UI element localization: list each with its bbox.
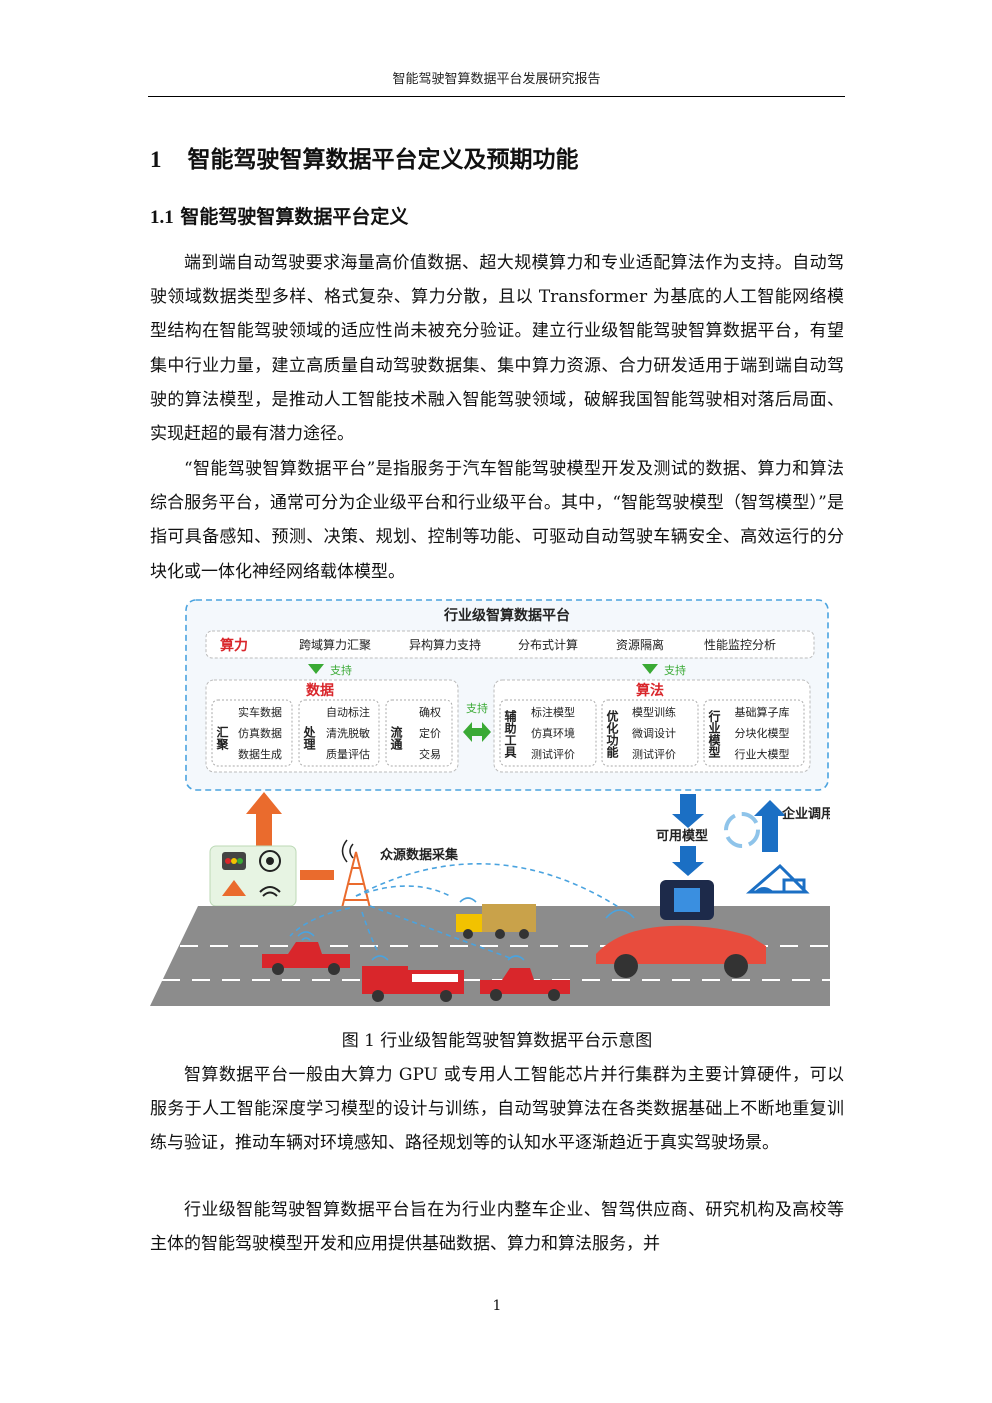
data-link	[355, 885, 451, 897]
support-label-left: 支持	[330, 663, 352, 677]
algorithm-group-item: 仿真环境	[531, 726, 575, 740]
radar-icon	[222, 880, 246, 896]
algorithm-group-item: 行业大模型	[735, 747, 790, 761]
data-group-item: 确权	[419, 706, 441, 719]
algorithm-group-name: 优化功能	[605, 709, 619, 759]
algorithm-group-item: 模型训练	[632, 705, 676, 719]
wifi-icon	[507, 955, 525, 961]
algorithm-group-item: 测试评价	[632, 748, 676, 761]
section-title: 智能驾驶智算数据平台定义	[180, 206, 409, 228]
compute-item: 跨域算力汇聚	[299, 637, 371, 652]
crowd-data-label: 众源数据采集	[380, 847, 459, 863]
data-link	[369, 905, 511, 959]
figure-caption: 图 1 行业级智能驾驶智算数据平台示意图	[341, 1031, 653, 1051]
cell-tower-icon	[339, 851, 373, 917]
model-down-arrow-icon	[672, 794, 704, 828]
data-group-item: 实车数据	[238, 705, 282, 719]
available-model-label: 可用模型	[656, 828, 708, 844]
algorithm-group-item: 分块化模型	[735, 726, 790, 740]
data-group-item: 清洗脱敏	[326, 726, 370, 740]
data-group-item: 定价	[419, 726, 441, 740]
chapter-number: 1	[150, 147, 162, 172]
algorithm-group-box	[601, 699, 699, 767]
compute-item: 资源隔离	[616, 637, 664, 652]
upload-arrow-icon	[246, 792, 282, 846]
algorithm-group-box	[703, 699, 805, 767]
wifi-icon	[297, 931, 315, 941]
section-heading: 1.1 智能驾驶智算数据平台定义	[150, 202, 408, 229]
platform-title: 行业级智算数据平台	[443, 607, 570, 624]
wifi-icon	[259, 886, 281, 897]
algorithm-group-name: 行业模型	[707, 709, 721, 759]
algorithm-group-item: 测试评价	[531, 748, 575, 761]
algorithm-label: 算法	[636, 682, 664, 699]
fire-truck-icon	[362, 966, 464, 1002]
data-group-item: 自动标注	[326, 705, 370, 719]
data-label: 数据	[306, 682, 334, 699]
running-header: 智能驾驶智算数据平台发展研究报告	[392, 72, 601, 87]
pickup-truck-icon	[262, 942, 350, 975]
paragraph-2: “智能驾驶智算数据平台”是指服务于汽车智能驾驶模型开发及测试的数据、算力和算法综…	[150, 459, 844, 582]
page-number: 1	[492, 1298, 502, 1314]
data-group-item: 数据生成	[238, 747, 282, 761]
data-group-name: 处理	[302, 725, 316, 751]
support-down-arrow-icon	[308, 664, 324, 674]
data-group-box	[211, 699, 293, 767]
data-group-name: 流通	[389, 725, 403, 751]
compute-label: 算力	[220, 637, 248, 654]
data-group-box	[298, 699, 380, 767]
platform-diagram: 行业级智算数据平台 算力 跨域算力汇聚 异构算力支持 分布式计算 资源隔离 性能…	[150, 599, 834, 1006]
pickup-truck-icon	[480, 968, 570, 1001]
data-group-name: 汇聚	[215, 726, 229, 751]
wifi-icon	[459, 897, 477, 903]
algorithm-group-box	[499, 699, 597, 767]
sports-car-icon	[596, 925, 766, 978]
signal-icon	[341, 839, 354, 863]
compute-item: 分布式计算	[518, 637, 578, 652]
data-group-item: 交易	[419, 747, 441, 761]
double-arrow-icon	[463, 722, 491, 742]
data-link	[289, 907, 351, 937]
camera-icon	[259, 850, 281, 872]
chapter-title: 智能驾驶智算数据平台定义及预期功能	[187, 147, 579, 173]
data-link	[361, 911, 379, 953]
data-group-item: 质量评估	[326, 748, 370, 761]
chapter-heading: 1 智能驾驶智算数据平台定义及预期功能	[150, 140, 579, 174]
compute-item: 性能监控分析	[704, 638, 776, 652]
header-rule	[148, 96, 845, 97]
data-group-item: 仿真数据	[238, 726, 282, 740]
compute-row	[205, 630, 815, 659]
paragraph-3: 智算数据平台一般由大算力 GPU 或专用人工智能芯片并行集群为主要计算硬件，可以…	[150, 1065, 844, 1154]
algorithm-group-name: 辅助工具	[503, 709, 517, 759]
data-group-box	[385, 699, 453, 767]
algorithm-group-item: 微调设计	[632, 726, 676, 740]
tower-link-arrow	[300, 870, 334, 880]
support-down-arrow-icon	[642, 664, 658, 674]
compute-item: 异构算力支持	[409, 637, 481, 652]
platform-figure: 行业级智算数据平台 算力 跨域算力汇聚 异构算力支持 分布式计算 资源隔离 性能…	[150, 596, 834, 1014]
paragraph-4: 行业级智能驾驶智算数据平台旨在为行业内整车企业、智驾供应商、研究机构及高校等主体…	[150, 1200, 844, 1255]
enterprise-call-label: 企业调用	[781, 806, 830, 822]
wifi-icon	[605, 909, 635, 919]
algorithm-group-item: 标注模型	[531, 705, 575, 719]
support-label-middle: 支持	[466, 701, 488, 715]
algorithm-group-item: 基础算子库	[735, 705, 790, 719]
support-label-right: 支持	[664, 663, 686, 677]
wifi-icon	[371, 955, 389, 961]
paragraph-1: 端到端自动驾驶要求海量高价值数据、超大规模算力和专业适配算法作为支持。自动驾驶领…	[150, 253, 844, 445]
enterprise-up-arrow-icon	[754, 800, 786, 852]
data-link	[355, 863, 621, 909]
model-down-arrow-icon	[672, 846, 704, 876]
cycle-icon	[724, 812, 760, 848]
truck-icon	[456, 904, 536, 939]
section-number: 1.1	[150, 207, 174, 228]
